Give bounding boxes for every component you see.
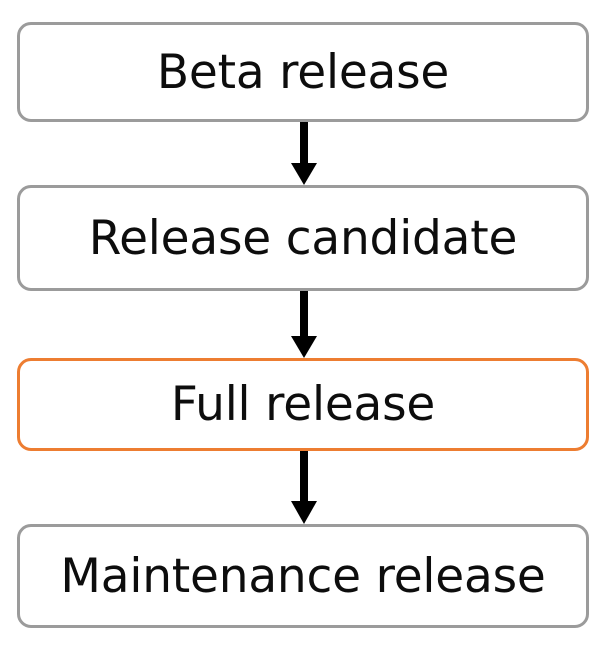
flow-node-label: Full release (170, 377, 436, 432)
flow-connector-beta-to-release-candidate (0, 122, 607, 185)
flow-connector-full-release-to-maintenance (0, 451, 607, 524)
flow-node-label: Maintenance release (60, 548, 546, 604)
flow-node-release-candidate[interactable]: Release candidate (17, 185, 589, 291)
flow-connector-release-candidate-to-full-release (0, 291, 607, 358)
flow-node-full-release[interactable]: Full release (17, 358, 589, 451)
flow-node-maintenance-release[interactable]: Maintenance release (17, 524, 589, 628)
flow-node-beta[interactable]: Beta release (17, 22, 589, 122)
down-arrow-icon (291, 122, 317, 185)
down-arrow-icon (291, 291, 317, 358)
flow-node-label: Release candidate (88, 210, 518, 266)
flow-node-label: Beta release (156, 44, 450, 100)
down-arrow-icon (291, 451, 317, 524)
